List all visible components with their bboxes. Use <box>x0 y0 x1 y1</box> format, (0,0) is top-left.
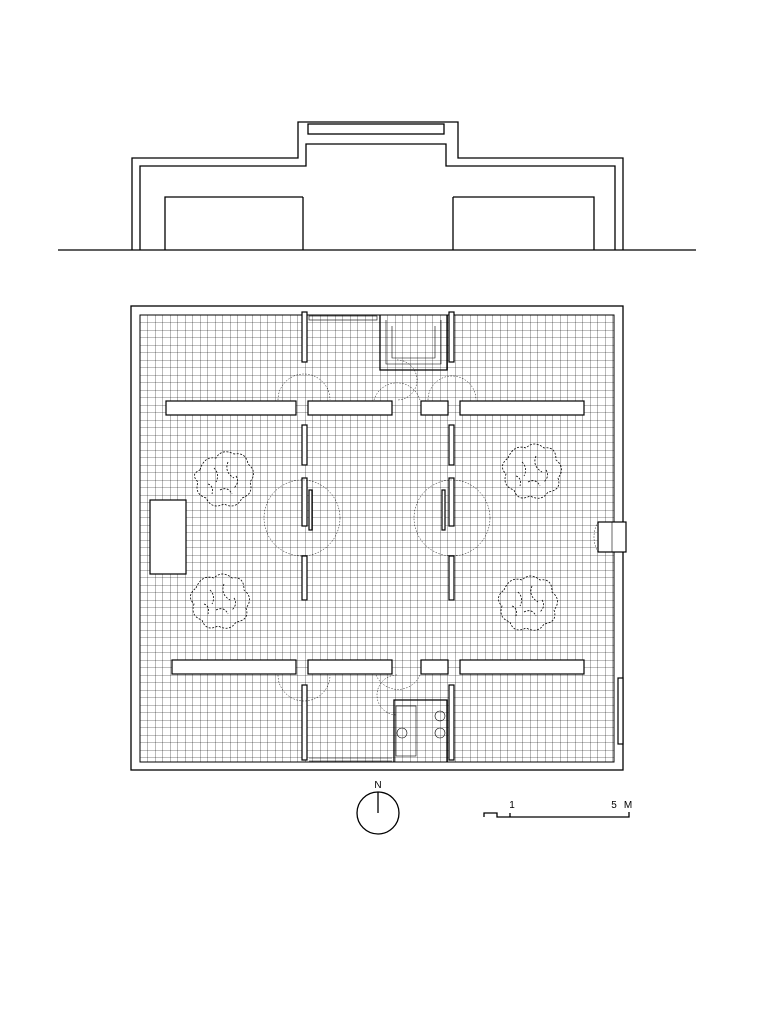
tree-sw <box>190 573 250 629</box>
west-opening <box>149 499 187 575</box>
elevation-roof-lantern <box>307 123 445 135</box>
elevation-view <box>58 121 696 251</box>
vertical-walls-right <box>441 311 455 761</box>
elevation-left-wing <box>164 196 303 250</box>
wall-north-left <box>165 400 297 416</box>
wall-south-left <box>171 659 297 675</box>
wall-south-center <box>307 659 393 675</box>
scale-tick-5: 5 <box>611 800 617 811</box>
elevation-inner-outline <box>139 143 616 250</box>
vertical-walls-left <box>301 311 313 761</box>
east-window <box>617 677 624 745</box>
scale-unit: M <box>624 800 632 811</box>
tree-ne <box>502 443 562 499</box>
wall-south-small <box>420 659 449 675</box>
scale-tick-1: 1 <box>509 800 515 811</box>
scale-bar: 1 5 M <box>483 800 632 818</box>
tree-symbols <box>190 443 562 631</box>
floor-plan <box>130 305 627 771</box>
north-arrow: N <box>356 780 400 835</box>
tile-floor-grid <box>139 314 615 763</box>
wall-south-right <box>459 659 585 675</box>
wall-north-small <box>420 400 449 416</box>
elevation-right-wing <box>453 196 595 250</box>
door-swing-arcs <box>263 359 491 716</box>
east-door <box>593 521 627 553</box>
scale-bar-line <box>483 812 630 818</box>
wall-north-center <box>307 400 393 416</box>
wall-north-right <box>459 400 585 416</box>
north-stair <box>308 315 448 371</box>
tree-se <box>498 575 558 631</box>
north-label: N <box>374 780 381 791</box>
south-stair <box>309 699 448 762</box>
tree-nw <box>194 451 254 507</box>
elevation-outline <box>131 121 624 250</box>
